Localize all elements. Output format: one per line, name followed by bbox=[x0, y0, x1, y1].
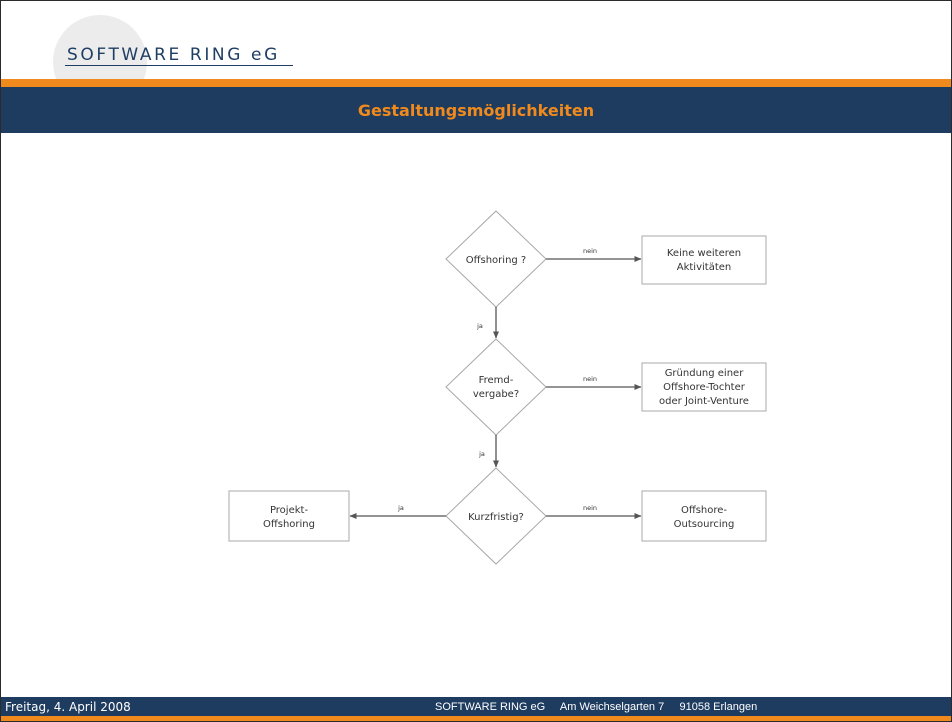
edge-label-nein: nein bbox=[583, 375, 597, 383]
outcome-gruendung-label: oder Joint-Venture bbox=[659, 396, 749, 407]
edge-label-ja: ja bbox=[476, 322, 483, 330]
outcome-projekt-label: Offshoring bbox=[263, 519, 315, 530]
outcome-outsourcing-label: Offshore- bbox=[681, 505, 727, 516]
outcome-outsourcing-label: Outsourcing bbox=[674, 519, 735, 530]
footer-orange-band bbox=[1, 716, 951, 721]
edge-label-ja: ja bbox=[397, 504, 404, 512]
edge-label-nein: nein bbox=[583, 504, 597, 512]
outcome-projekt-label: Projekt- bbox=[270, 505, 309, 516]
decision-kurzfristig-label: Kurzfristig? bbox=[468, 512, 524, 523]
outcome-projekt-box bbox=[228, 490, 350, 542]
outcome-gruendung-box bbox=[641, 362, 767, 412]
footer-bar: Freitag, 4. April 2008 SOFTWARE RING eG … bbox=[1, 697, 951, 716]
header-orange-band bbox=[1, 79, 951, 87]
decision-fremdvergabe-label: vergabe? bbox=[473, 389, 519, 400]
edge-label-nein: nein bbox=[583, 247, 597, 255]
decision-offshoring-label: Offshoring ? bbox=[466, 255, 527, 266]
decision-fremdvergabe-diamond bbox=[445, 338, 547, 436]
logo-underline bbox=[65, 65, 293, 66]
outcome-gruendung-label: Gründung einer bbox=[665, 368, 745, 379]
decision-fremdvergabe-label: Fremd- bbox=[479, 375, 514, 386]
title-bar: Gestaltungsmöglichkeiten bbox=[1, 87, 951, 133]
slide-title: Gestaltungsmöglichkeiten bbox=[357, 101, 595, 120]
decision-kurzfristig-diamond bbox=[445, 467, 547, 565]
outcome-outsourcing-box bbox=[641, 490, 767, 542]
logo: SOFTWARE RING eG bbox=[67, 45, 280, 65]
edge-label-ja: ja bbox=[478, 450, 485, 458]
outcome-keine-box bbox=[641, 235, 767, 285]
outcome-keine-label: Keine weiteren bbox=[667, 248, 741, 259]
footer-address: SOFTWARE RING eG Am Weichselgarten 7 910… bbox=[435, 701, 758, 713]
footer-date: Freitag, 4. April 2008 bbox=[5, 700, 131, 714]
outcome-gruendung-label: Offshore-Tochter bbox=[663, 382, 746, 393]
outcome-keine-label: Aktivitäten bbox=[677, 262, 732, 273]
